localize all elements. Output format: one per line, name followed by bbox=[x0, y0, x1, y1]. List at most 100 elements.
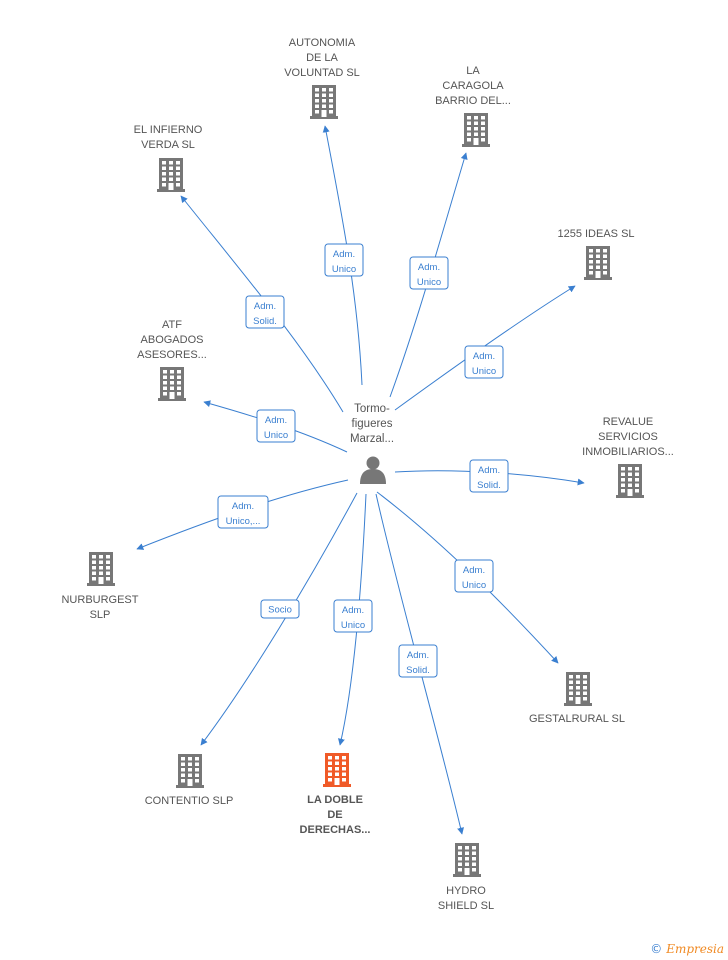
company-name-line: AUTONOMIA bbox=[289, 37, 356, 49]
relation-label-text-line: Unico bbox=[332, 264, 356, 275]
company-node-autonomia[interactable]: AUTONOMIA DE LA VOLUNTAD SL bbox=[284, 37, 360, 119]
person-name-line: Marzal... bbox=[350, 433, 394, 445]
empresia-watermark: ©Empresia bbox=[650, 942, 724, 956]
company-node-nurburgest[interactable]: NURBURGEST SLP bbox=[61, 552, 139, 621]
relation-label-text-line: Socio bbox=[268, 605, 292, 616]
relation-label-text-line: Adm. bbox=[418, 262, 440, 273]
company-name: CONTENTIO SLP bbox=[145, 795, 234, 807]
company-node-hydro-shield[interactable]: HYDRO SHIELD SL bbox=[438, 843, 494, 912]
company-name-line: CARAGOLA bbox=[442, 80, 504, 92]
relation-label-contentio[interactable]: Socio bbox=[260, 599, 300, 619]
company-name-line: DE LA bbox=[306, 52, 338, 64]
relation-label-text: Adm. Solid. bbox=[253, 301, 277, 327]
building-icon bbox=[564, 672, 592, 706]
building-icon bbox=[158, 367, 186, 401]
relation-label-box bbox=[245, 295, 285, 329]
company-name-line: VOLUNTAD SL bbox=[284, 67, 360, 79]
company-name-line: SHIELD SL bbox=[438, 900, 494, 912]
brand-name: Empresia bbox=[666, 942, 724, 956]
relation-label-text-line: Unico bbox=[417, 277, 441, 288]
relation-label-text-line: Solid. bbox=[477, 480, 501, 491]
relation-label-hydro-shield[interactable]: Adm.Solid. bbox=[398, 644, 438, 678]
relation-label-text-line: Unico bbox=[462, 580, 486, 591]
company-name-line: HYDRO bbox=[446, 885, 486, 897]
relation-label-text: Adm. Unico bbox=[462, 565, 486, 591]
relation-label-revalue[interactable]: Adm. Solid. bbox=[469, 459, 509, 493]
company-name-line: LA DOBLE bbox=[307, 794, 363, 806]
company-name-line: ASESORES... bbox=[137, 349, 207, 361]
company-name: AUTONOMIA DE LA VOLUNTAD SL bbox=[284, 37, 360, 79]
relation-label-text: Adm. Unico bbox=[472, 351, 496, 377]
person-name-line: Tormo- bbox=[354, 403, 390, 415]
relation-label-text: Adm. Unico bbox=[341, 605, 365, 631]
relation-label-la-doble[interactable]: Adm. Unico bbox=[333, 599, 373, 633]
relation-label-text: Socio bbox=[268, 605, 292, 616]
relation-label-text: Adm. Solid. bbox=[477, 465, 501, 491]
company-name-line: NURBURGEST bbox=[61, 594, 138, 606]
relation-label-box bbox=[409, 256, 449, 290]
relation-label-text-line: Solid. bbox=[253, 316, 277, 327]
relation-label-text-line: Unico bbox=[341, 620, 365, 631]
relation-label-box bbox=[469, 459, 509, 493]
company-name-line: REVALUE bbox=[603, 416, 654, 428]
relation-label-nurburgest[interactable]: Adm. Unico,... bbox=[217, 495, 269, 529]
company-name: 1255 IDEAS SL bbox=[557, 228, 634, 240]
relation-label-box bbox=[260, 599, 300, 619]
company-node-1255-ideas[interactable]: 1255 IDEAS SL bbox=[557, 228, 635, 280]
company-name-line: BARRIO DEL... bbox=[435, 95, 511, 107]
building-icon bbox=[176, 754, 204, 788]
relation-label-text-line: Adm. bbox=[478, 465, 500, 476]
building-icon bbox=[453, 843, 481, 877]
relation-label-autonomia[interactable]: Adm.Unico bbox=[324, 243, 364, 277]
relation-label-text: Adm.Unico bbox=[332, 249, 356, 275]
company-node-contentio[interactable]: CONTENTIO SLP bbox=[145, 754, 234, 807]
relation-label-text-line: Adm. bbox=[407, 650, 429, 661]
relation-label-text-line: Adm. bbox=[254, 301, 276, 312]
company-node-revalue[interactable]: REVALUE SERVICIOS INMOBILIARIOS... bbox=[582, 416, 674, 498]
relation-label-atf-abogados[interactable]: Adm. Unico bbox=[256, 409, 296, 443]
relation-label-text-line: Unico,... bbox=[226, 516, 261, 527]
company-name-line: SLP bbox=[90, 609, 111, 621]
building-icon bbox=[87, 552, 115, 586]
relation-label-text-line: Adm. bbox=[342, 605, 364, 616]
relation-label-text-line: Unico bbox=[472, 366, 496, 377]
company-node-gestalrural[interactable]: GESTALRURAL SL bbox=[529, 672, 625, 725]
building-icon bbox=[616, 464, 644, 498]
relation-label-box bbox=[398, 644, 438, 678]
relation-label-text-line: Adm. bbox=[473, 351, 495, 362]
relation-label-text: Adm.Solid. bbox=[406, 650, 430, 676]
company-name-line: DERECHAS... bbox=[300, 824, 371, 836]
relation-label-gestalrural[interactable]: Adm. Unico bbox=[454, 559, 494, 593]
building-icon bbox=[584, 246, 612, 280]
company-name-line: SERVICIOS bbox=[598, 431, 658, 443]
relation-label-box bbox=[217, 495, 269, 529]
company-name-line: CONTENTIO SLP bbox=[145, 795, 234, 807]
company-name: NURBURGEST SLP bbox=[61, 594, 138, 621]
copyright-icon: © bbox=[650, 942, 663, 956]
relation-label-1255-ideas[interactable]: Adm. Unico bbox=[464, 345, 504, 379]
relation-label-text: Adm. Unico,... bbox=[226, 501, 261, 527]
relation-label-text-line: Unico bbox=[264, 430, 288, 441]
relation-label-el-infierno[interactable]: Adm. Solid. bbox=[245, 295, 285, 329]
relation-label-text-line: Adm. bbox=[265, 415, 287, 426]
company-name-line: ATF bbox=[162, 319, 182, 331]
company-node-la-doble[interactable]: LA DOBLE DE DERECHAS... bbox=[300, 753, 371, 836]
relation-label-box bbox=[454, 559, 494, 593]
company-name-line: INMOBILIARIOS... bbox=[582, 446, 674, 458]
relation-label-text-line: Adm. bbox=[232, 501, 254, 512]
company-name: GESTALRURAL SL bbox=[529, 713, 625, 725]
relation-label-text-line: Adm. bbox=[463, 565, 485, 576]
relation-label-box bbox=[256, 409, 296, 443]
company-name-line: DE bbox=[327, 809, 342, 821]
relation-label-la-caragola[interactable]: Adm. Unico bbox=[409, 256, 449, 290]
